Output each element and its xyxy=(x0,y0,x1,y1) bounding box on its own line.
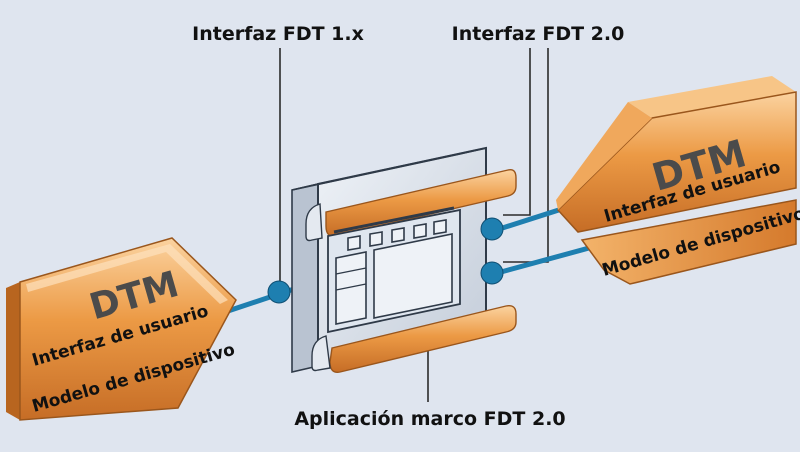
dtm-right-upper-body xyxy=(556,91,797,233)
label-fdt2-interface: Interfaz FDT 2.0 xyxy=(452,23,625,45)
dtm-right-upper-top xyxy=(628,76,796,118)
frame-screen-menubar xyxy=(333,206,455,234)
screen-pane-left-divider-2 xyxy=(335,283,367,291)
dtm-right-upper-side xyxy=(556,102,652,210)
screen-tab-5 xyxy=(433,219,447,235)
fdt1-interface-dot xyxy=(267,280,291,304)
dtm-right-lower-body xyxy=(580,199,797,285)
dtm-right-upper xyxy=(556,76,797,233)
callout-fdt2-line-lower xyxy=(503,48,549,263)
frame-screen xyxy=(327,206,461,334)
frame-rail-lower xyxy=(329,304,517,373)
callout-fdt2-line-upper xyxy=(503,48,531,216)
screen-tab-3 xyxy=(391,227,405,243)
frame-rail-lower-bracket xyxy=(311,335,331,372)
frame-application xyxy=(291,146,517,374)
fdt2-interface-dot-upper xyxy=(480,217,504,241)
screen-pane-left-divider-1 xyxy=(335,267,367,275)
screen-tab-1 xyxy=(347,235,361,251)
frame-rail-upper xyxy=(325,168,517,237)
dtm-right-lower xyxy=(580,199,797,285)
fdt2-interface-dot-lower xyxy=(480,261,504,285)
connector-right-lower xyxy=(489,242,601,278)
label-frame-application: Aplicación marco FDT 2.0 xyxy=(294,408,565,430)
frame-screen-tabs xyxy=(347,219,447,251)
dtm-left-body xyxy=(19,237,237,421)
dtm-left-highlight xyxy=(26,244,228,304)
label-fdt1-interface: Interfaz FDT 1.x xyxy=(192,23,364,45)
dtm-left xyxy=(6,237,237,421)
frame-top-lip xyxy=(291,147,487,191)
dtm-left-side xyxy=(6,282,20,420)
frame-rail-upper-bracket xyxy=(305,203,323,242)
screen-tab-2 xyxy=(369,231,383,247)
screen-tab-4 xyxy=(413,223,427,239)
connector-dots xyxy=(267,217,504,304)
screen-pane-right xyxy=(373,233,453,319)
screen-pane-left xyxy=(335,251,367,325)
callout-labels: Interfaz FDT 1.x Interfaz FDT 2.0 Aplica… xyxy=(192,23,624,430)
